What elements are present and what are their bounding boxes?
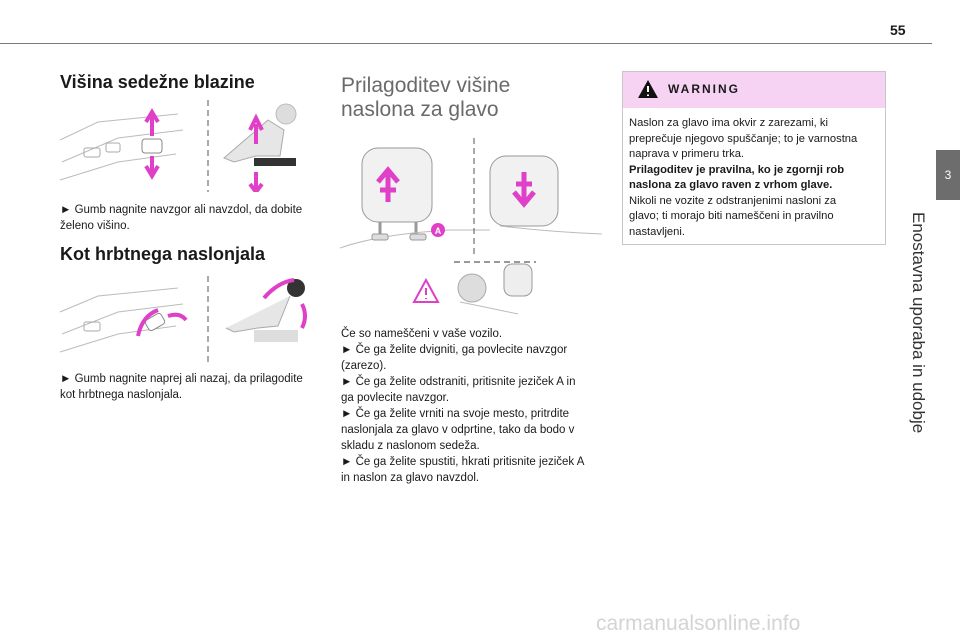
header-rule <box>0 43 932 44</box>
headrest-line: ► Če ga želite odstraniti, pritisnite je… <box>341 376 576 388</box>
headrest-text: Če so nameščeni v vaše vozilo. ► Če ga ž… <box>341 326 613 486</box>
warning-line: Naslon za glavo ima okvir z zarezami, ki <box>629 117 828 129</box>
warning-line: glavo; ti morajo biti nameščeni in pravi… <box>629 210 834 222</box>
headrest-line: (zarezo). <box>341 360 387 372</box>
seat-height-text: ► Gumb nagnite navzgor ali navzdol, da d… <box>60 202 322 234</box>
backrest-line1: ► Gumb nagnite naprej ali nazaj, da pril… <box>60 373 303 385</box>
warning-line: Nikoli ne vozite z odstranjenimi nasloni… <box>629 194 837 207</box>
chapter-tab[interactable]: 3 <box>936 150 960 200</box>
tab-a-label: A <box>435 226 442 236</box>
backrest-illustration <box>59 276 307 362</box>
seat-height-line1: ► Gumb nagnite navzgor ali navzdol, da d… <box>60 204 303 216</box>
warning-line: preprečuje njegovo spuščanje; to je varn… <box>629 132 858 145</box>
headrest-line: ga povlecite navzgor. <box>341 392 450 404</box>
headrest-heading: Prilagoditev višine naslona za glavo <box>341 74 571 122</box>
headrest-line: skladu z naslonom sedeža. <box>341 440 480 452</box>
warning-body: Naslon za glavo ima okvir z zarezami, ki… <box>629 116 879 240</box>
headrest-line: in naslon za glavo navzdol. <box>341 472 480 484</box>
chapter-title: Enostavna uporaba in udobje <box>898 212 938 434</box>
warning-bold-line: naslona za glavo raven z vrhom glave. <box>629 179 833 191</box>
warning-box: WARNING Naslon za glavo ima okvir z zare… <box>622 71 886 245</box>
warning-bold-line: Prilagoditev je pravilna, ko je zgornji … <box>629 163 845 176</box>
headrest-heading-line1: Prilagoditev višine <box>341 74 511 97</box>
headrest-line: Če so nameščeni v vaše vozilo. <box>341 328 503 340</box>
chapter-title-text: Enostavna uporaba in udobje <box>909 212 928 434</box>
warning-header: WARNING <box>623 72 885 108</box>
warning-label: WARNING <box>668 82 740 96</box>
headrest-line: naslonjala za glavo v odprtine, tako da … <box>341 424 575 436</box>
warning-icon <box>638 80 658 98</box>
seat-height-illustration <box>59 100 297 192</box>
page-number: 55 <box>890 22 906 38</box>
warning-line: naprava v primeru trka. <box>629 148 745 160</box>
backrest-line2: kot hrbtnega naslonjala. <box>60 389 183 401</box>
backrest-text: ► Gumb nagnite naprej ali nazaj, da pril… <box>60 371 322 403</box>
backrest-angle-heading: Kot hrbtnega naslonjala <box>60 244 266 264</box>
headrest-line: ► Če ga želite spustiti, hkrati pritisni… <box>341 456 585 468</box>
seat-height-line2: želeno višino. <box>60 220 130 232</box>
headrest-line: ► Če ga želite vrniti na svoje mesto, pr… <box>341 408 570 420</box>
warning-line: nastavljeni. <box>629 225 685 238</box>
seat-height-heading: Višina sedežne blazine <box>60 72 255 92</box>
headrest-line: ► Če ga želite dvigniti, ga povlecite na… <box>341 344 568 356</box>
watermark: carmanualsonline.info <box>596 612 801 635</box>
headrest-heading-line2: naslona za glavo <box>341 98 499 121</box>
headrest-illustration: A <box>340 138 603 315</box>
